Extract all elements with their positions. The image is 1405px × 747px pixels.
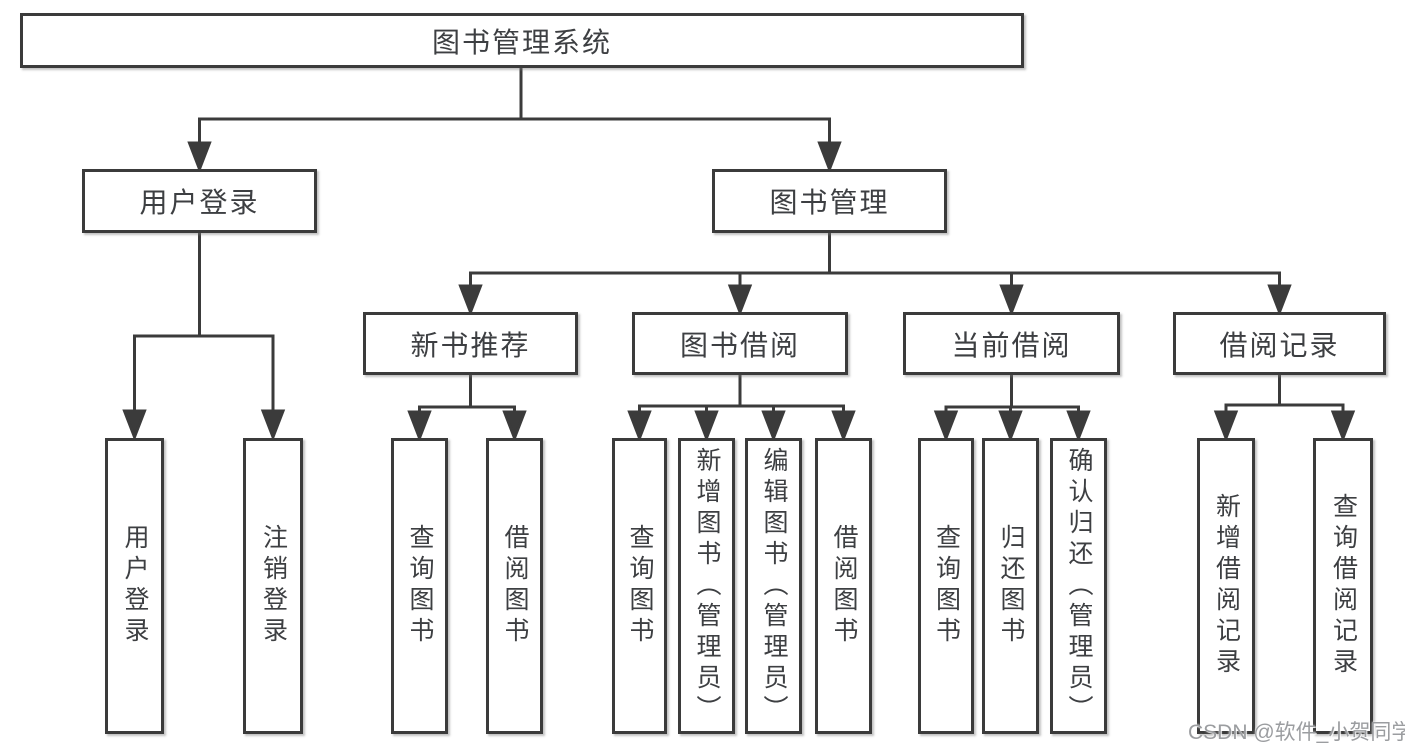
node-cb-query-books-label: 查询图书 xyxy=(932,524,961,648)
node-nb-borrow-books-label: 借阅图书 xyxy=(501,524,529,648)
node-current-borrowing-label: 当前借阅 xyxy=(951,329,1072,361)
node-root: 图书管理系统 xyxy=(20,13,1024,68)
connector-borrowing-records-children xyxy=(1213,375,1356,443)
node-cb-return-books-label: 归还图书 xyxy=(997,524,1025,648)
node-bb-add-books-label: 新增图书（管理员） xyxy=(693,446,721,726)
node-br-query-record-label: 查询借阅记录 xyxy=(1329,493,1358,679)
node-bb-edit-books-label: 编辑图书（管理员） xyxy=(760,446,788,726)
watermark-text: CSDN @软件_小贺同学 xyxy=(1188,721,1405,744)
node-leaf-logout-label: 注销登录 xyxy=(259,524,288,648)
node-new-book-recommend-label: 新书推荐 xyxy=(410,329,531,361)
node-borrowing-records: 借阅记录 xyxy=(1173,312,1386,375)
node-bb-add-books: 新增图书（管理员） xyxy=(678,438,735,734)
connector-new-book-recommend-children xyxy=(407,375,527,443)
node-book-management-label: 图书管理 xyxy=(769,187,890,218)
node-user-login: 用户登录 xyxy=(82,169,317,233)
node-nb-query-books-label: 查询图书 xyxy=(406,524,434,648)
node-current-borrowing: 当前借阅 xyxy=(903,312,1120,375)
node-bb-borrow-books: 借阅图书 xyxy=(815,438,872,734)
node-cb-query-books: 查询图书 xyxy=(918,438,974,734)
connector-user-login-children xyxy=(122,233,286,442)
connector-current-borrowing-children xyxy=(933,375,1091,443)
node-bb-query-books: 查询图书 xyxy=(612,438,667,734)
node-br-add-record: 新增借阅记录 xyxy=(1197,438,1255,734)
node-new-book-recommend: 新书推荐 xyxy=(363,312,578,375)
node-leaf-user-login: 用户登录 xyxy=(105,438,164,734)
node-book-management: 图书管理 xyxy=(712,169,947,233)
node-bb-query-books-label: 查询图书 xyxy=(626,524,654,648)
node-book-borrowing: 图书借阅 xyxy=(632,312,848,375)
node-nb-borrow-books: 借阅图书 xyxy=(486,438,543,734)
node-br-query-record: 查询借阅记录 xyxy=(1313,438,1373,734)
connector-root-to-level2 xyxy=(187,68,842,174)
connector-book-management-children xyxy=(458,233,1292,317)
node-user-login-label: 用户登录 xyxy=(139,187,260,218)
node-leaf-logout: 注销登录 xyxy=(243,438,303,734)
node-bb-borrow-books-label: 借阅图书 xyxy=(830,524,858,648)
connector-book-borrowing-children xyxy=(627,375,856,443)
node-nb-query-books: 查询图书 xyxy=(391,438,448,734)
node-borrowing-records-label: 借阅记录 xyxy=(1219,329,1340,361)
node-br-add-record-label: 新增借阅记录 xyxy=(1212,493,1241,679)
node-bb-edit-books: 编辑图书（管理员） xyxy=(745,438,802,734)
node-cb-confirm-return: 确认归还（管理员） xyxy=(1050,438,1107,734)
node-leaf-user-login-label: 用户登录 xyxy=(121,524,149,648)
node-cb-confirm-return-label: 确认归还（管理员） xyxy=(1065,446,1093,726)
node-cb-return-books: 归还图书 xyxy=(982,438,1039,734)
node-root-label: 图书管理系统 xyxy=(431,26,612,58)
node-book-borrowing-label: 图书借阅 xyxy=(679,329,800,361)
